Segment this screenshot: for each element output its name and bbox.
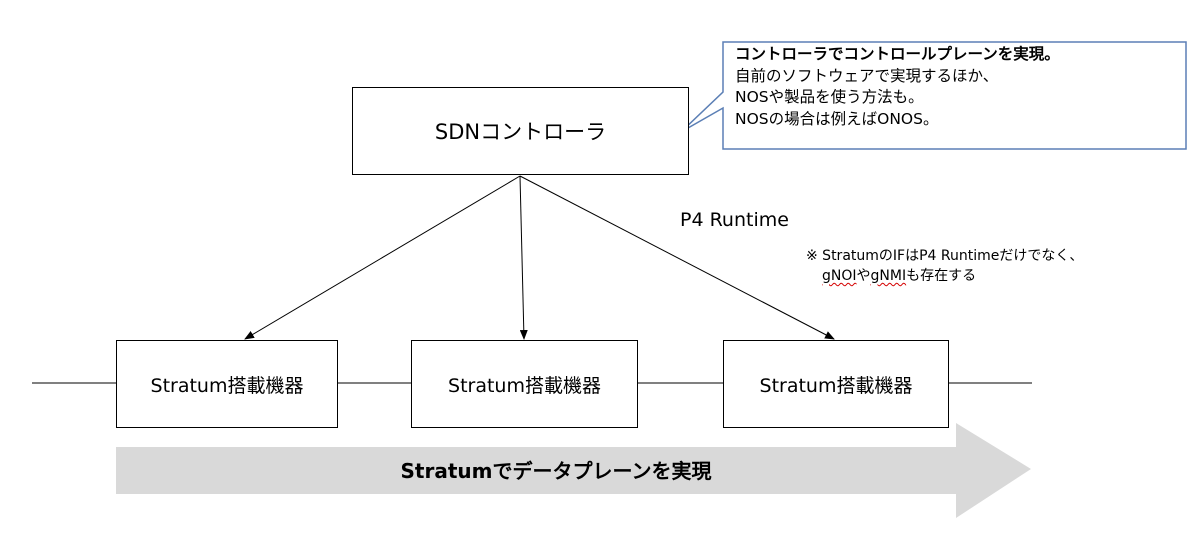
note-line-1: ※ StratumのIFはP4 Runtimeだけでなく、: [806, 248, 1084, 264]
interface-note: ※ StratumのIFはP4 Runtimeだけでなく、 gNOIやgNMIも…: [806, 246, 1083, 286]
device-label: Stratum搭載機器: [150, 374, 304, 397]
note-connector: や: [856, 268, 871, 284]
callout-line: NOSの場合は例えばONOS。: [735, 109, 939, 128]
note-gnoi: gNOI: [822, 268, 857, 284]
note-gnmi: gNMI: [870, 268, 907, 284]
sdn-controller-box: SDNコントローラ: [352, 87, 689, 175]
stratum-device-2: Stratum搭載機器: [411, 340, 638, 428]
stratum-device-3: Stratum搭載機器: [723, 340, 949, 428]
sdn-controller-label: SDNコントローラ: [434, 120, 607, 144]
callout-line: 自前のソフトウェアで実現するほか、: [735, 66, 999, 85]
note-tail: も存在する: [906, 268, 977, 284]
dataplane-arrow: [116, 423, 1031, 518]
dataplane-label: Stratumでデータプレーンを実現: [400, 458, 712, 483]
callout-bubble: [680, 41, 1187, 150]
arrow-to-device-2: [519, 175, 528, 340]
callout-line: NOSや製品を使う方法も。: [735, 88, 924, 106]
note-line-2: gNOIやgNMIも存在する: [806, 266, 1083, 286]
device-label: Stratum搭載機器: [448, 374, 601, 397]
callout-title: コントローラでコントロールプレーンを実現。: [735, 45, 1060, 63]
device-label: Stratum搭載機器: [759, 374, 913, 397]
p4-runtime-label: P4 Runtime: [680, 209, 789, 231]
arrow-to-device-3: [519, 175, 835, 340]
stratum-device-1: Stratum搭載機器: [116, 340, 338, 428]
arrow-to-device-1: [244, 175, 521, 340]
callout-text: コントローラでコントロールプレーンを実現。 自前のソフトウェアで実現するほか、 …: [735, 44, 1185, 130]
